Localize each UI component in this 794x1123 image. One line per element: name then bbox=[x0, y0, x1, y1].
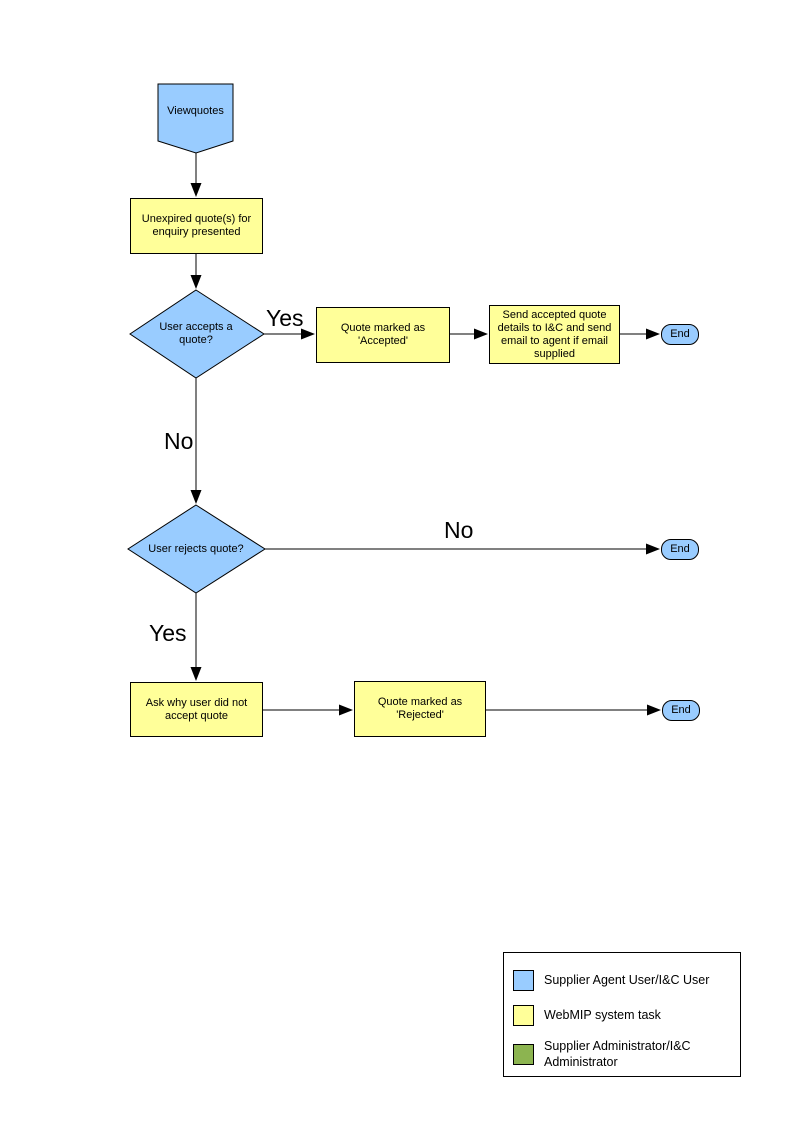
start-node-shape bbox=[157, 83, 234, 154]
edge-label-no-rejects: No bbox=[444, 517, 474, 543]
process-quote-marked-accepted: Quote marked as 'Accepted' bbox=[316, 307, 450, 363]
legend-swatch-webmip-task bbox=[513, 1004, 534, 1026]
arrowhead bbox=[301, 328, 315, 340]
legend-item-label: Supplier Administrator/I&C Administrator bbox=[544, 1039, 691, 1069]
arrowhead bbox=[646, 543, 660, 555]
arrowhead bbox=[339, 704, 353, 716]
legend-swatch-supplier-admin bbox=[513, 1043, 534, 1065]
decision-user-accepts-shape bbox=[129, 289, 265, 379]
edge-label-no-accepts: No bbox=[164, 428, 194, 454]
arrowhead bbox=[190, 490, 202, 504]
edge-label-yes-rejects: Yes bbox=[149, 620, 187, 646]
legend-item: Supplier Administrator/I&C Administrator bbox=[513, 1037, 734, 1071]
arrowhead bbox=[190, 275, 202, 289]
legend-item-label: WebMIP system task bbox=[544, 1008, 661, 1022]
arrowhead bbox=[646, 328, 660, 340]
end-node-2: End bbox=[661, 539, 699, 560]
arrowhead bbox=[647, 704, 661, 716]
process-ask-why-not-accept: Ask why user did not accept quote bbox=[130, 682, 263, 737]
process-unexpired-quotes: Unexpired quote(s) for enquiry presented bbox=[130, 198, 263, 254]
end-node-3: End bbox=[662, 700, 700, 721]
arrowhead bbox=[190, 667, 202, 681]
arrowhead bbox=[190, 183, 202, 197]
legend: Supplier Agent User/I&C User WebMIP syst… bbox=[503, 952, 741, 1077]
legend-item-label: Supplier Agent User/I&C User bbox=[544, 973, 710, 987]
process-quote-marked-rejected: Quote marked as 'Rejected' bbox=[354, 681, 486, 737]
arrowhead bbox=[474, 328, 488, 340]
end-node-1: End bbox=[661, 324, 699, 345]
legend-item: Supplier Agent User/I&C User bbox=[513, 969, 734, 991]
decision-user-rejects-shape bbox=[127, 504, 266, 594]
edge-label-yes-accepts: Yes bbox=[266, 305, 304, 331]
legend-item: WebMIP system task bbox=[513, 1004, 734, 1026]
process-send-accepted-details: Send accepted quote details to I&C and s… bbox=[489, 305, 620, 364]
legend-swatch-supplier-agent bbox=[513, 969, 534, 991]
